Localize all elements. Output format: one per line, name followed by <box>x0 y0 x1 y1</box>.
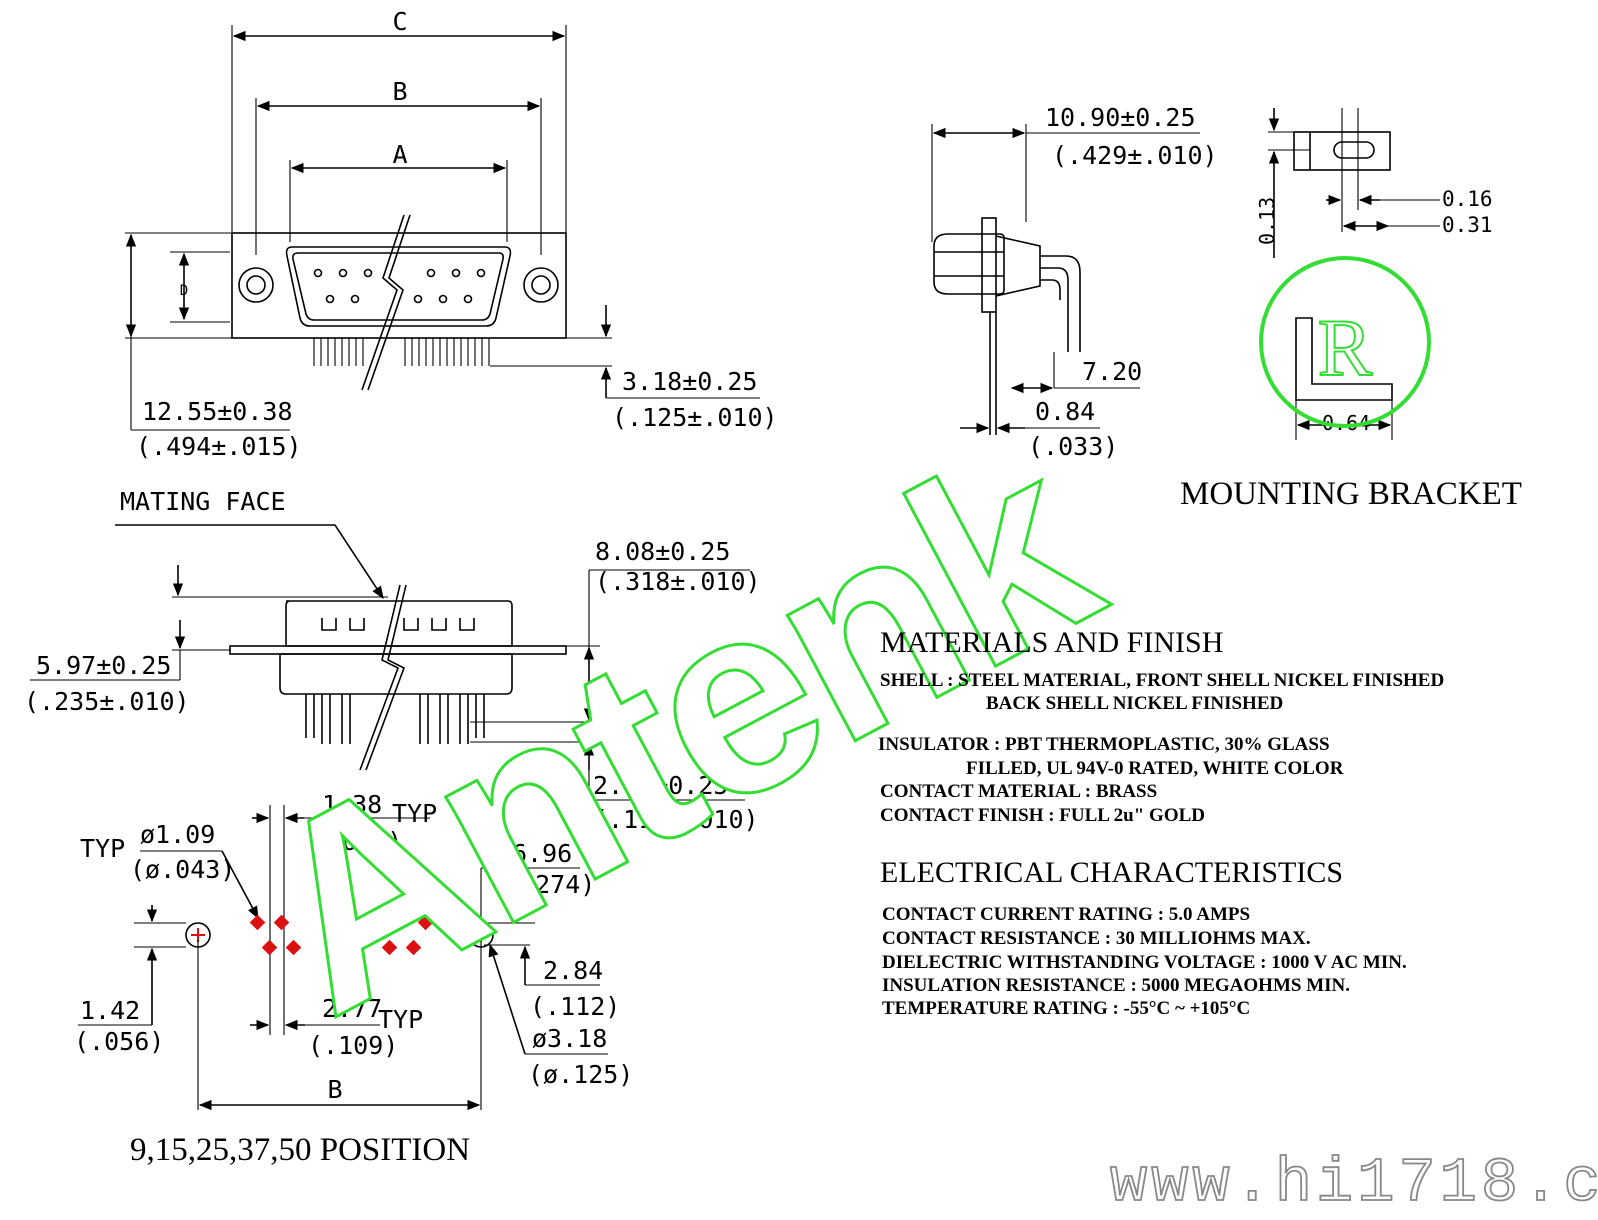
depth-mm: 8.08±0.25 <box>595 537 730 566</box>
electrical-line-2: CONTACT RESISTANCE : 30 MILLIOHMS MAX. <box>882 928 1311 949</box>
ra-depth-in: (.429±.010) <box>1052 141 1218 170</box>
left-mm: 1.42 <box>80 996 140 1025</box>
pitch-mm: 1.38 <box>322 790 382 819</box>
mount-dia-mm: ø3.18 <box>532 1024 607 1053</box>
row-in: (.112) <box>530 992 620 1021</box>
tail-mm: 3.18±0.25 <box>622 367 757 396</box>
dim-a-label: A <box>392 140 407 169</box>
tail-in: (.125±.010) <box>612 403 778 432</box>
flange-in: (.235±.010) <box>24 687 190 716</box>
materials-line-5: CONTACT MATERIAL : BRASS <box>880 781 1157 802</box>
mating-face-label: MATING FACE <box>120 487 286 516</box>
dim-d-label: D <box>180 283 188 299</box>
ra-pin-len: 7.20 <box>1082 357 1142 386</box>
logo-letter: R <box>1318 302 1373 393</box>
height-mm: 12.55±0.38 <box>142 397 293 426</box>
electrical-section: ELECTRICAL CHARACTERISTICS CONTACT CURRE… <box>880 856 1407 1019</box>
registered-logo: R <box>1259 256 1431 428</box>
left-in: (.056) <box>74 1027 164 1056</box>
pitch-typ: TYP <box>392 799 437 828</box>
materials-line-3: INSULATOR : PBT THERMOPLASTIC, 30% GLASS <box>878 734 1330 755</box>
right-angle-view: 10.90±0.25 (.429±.010) 7.20 0.84 (.033) <box>931 103 1218 461</box>
ra-pin-dia-in: (.033) <box>1028 432 1118 461</box>
bracket-dim-016: 0.16 <box>1442 187 1493 211</box>
row-pitch-mm: 2.77 <box>322 994 382 1023</box>
electrical-heading: ELECTRICAL CHARACTERISTICS <box>880 856 1343 889</box>
dim-b-label: B <box>392 77 407 106</box>
footprint-dim-b: B <box>327 1075 342 1104</box>
site-watermark: www.hi1718.com <box>1110 1148 1598 1219</box>
materials-line-2: BACK SHELL NICKEL FINISHED <box>986 693 1283 714</box>
row-pitch-in: (.109) <box>308 1031 398 1060</box>
pitch-in: (.055) <box>312 827 402 856</box>
electrical-line-5: TEMPERATURE RATING : -55°C ~ +105°C <box>882 998 1250 1019</box>
ra-depth-mm: 10.90±0.25 <box>1045 103 1196 132</box>
bracket-title: MOUNTING BRACKET <box>1180 476 1522 512</box>
bracket-dim-013: 0.13 <box>1255 197 1279 245</box>
pin-in: (.112±.010) <box>593 805 759 834</box>
electrical-line-3: DIELECTRIC WITHSTANDING VOLTAGE : 1000 V… <box>882 952 1407 973</box>
hole-dia-mm: ø1.09 <box>140 820 215 849</box>
materials-line-1: SHELL : STEEL MATERIAL, FRONT SHELL NICK… <box>880 670 1444 691</box>
top-view: C B A <box>125 7 778 461</box>
materials-section: MATERIALS AND FINISH SHELL : STEEL MATER… <box>878 626 1444 826</box>
bracket-dim-031: 0.31 <box>1442 213 1493 237</box>
offset-in: (.274) <box>505 870 595 899</box>
materials-heading: MATERIALS AND FINISH <box>880 626 1223 659</box>
typ-left: TYP <box>80 834 125 863</box>
electrical-line-1: CONTACT CURRENT RATING : 5.0 AMPS <box>882 904 1250 925</box>
pin-mm: 2.84±0.25 <box>593 771 728 800</box>
materials-line-6: CONTACT FINISH : FULL 2u" GOLD <box>880 805 1205 826</box>
mounting-bracket: 0.13 0.16 0.31 0.64 R MOUNTING BRACKET <box>1180 108 1522 512</box>
dim-c-label: C <box>392 7 407 36</box>
offset-mm: 6.96 <box>512 839 572 868</box>
mount-dia-in: (ø.125) <box>528 1060 633 1089</box>
row-mm: 2.84 <box>543 956 603 985</box>
hole-dia-in: (ø.043) <box>130 855 235 884</box>
row-pitch-typ: TYP <box>378 1005 423 1034</box>
depth-in: (.318±.010) <box>595 567 761 596</box>
footprint-caption: 9,15,25,37,50 POSITION <box>130 1132 470 1168</box>
side-view: MATING FACE <box>24 487 761 834</box>
height-in: (.494±.015) <box>136 432 302 461</box>
materials-line-4: FILLED, UL 94V-0 RATED, WHITE COLOR <box>966 758 1344 779</box>
electrical-line-4: INSULATION RESISTANCE : 5000 MEGAOHMS MI… <box>882 975 1350 996</box>
flange-mm: 5.97±0.25 <box>36 651 171 680</box>
ra-pin-dia-mm: 0.84 <box>1035 397 1095 426</box>
